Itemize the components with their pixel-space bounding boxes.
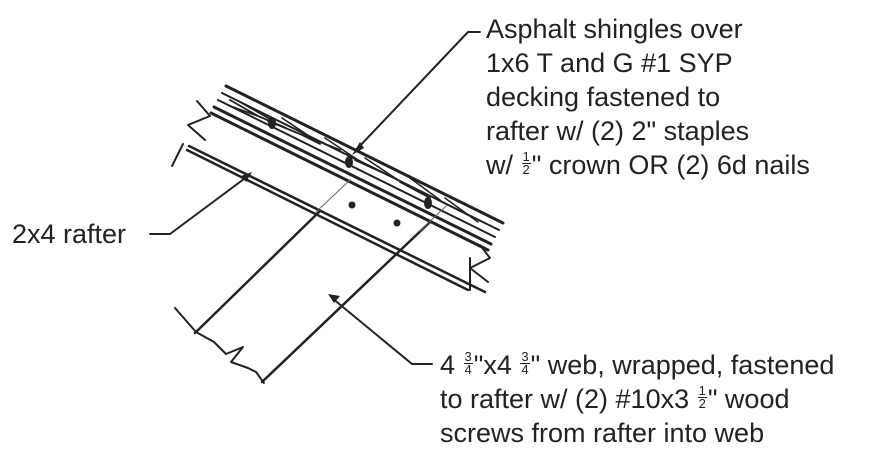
decking-note-line-2: 1x6 T and G #1 SYP (486, 48, 733, 78)
web-note-line-1-post: " web, wrapped, fastened (530, 350, 835, 380)
break-line-top (187, 100, 211, 141)
rafter-bottom-edge (185, 148, 470, 292)
leader-decking-arrow (352, 142, 364, 155)
fraction-denominator: 4 (464, 362, 472, 378)
fraction-numerator: 1 (697, 383, 707, 399)
decking-note-line-5-post: " crown OR (2) 6d nails (531, 150, 810, 180)
fraction-numerator: 3 (463, 349, 473, 365)
decking-note: Asphalt shingles over 1x6 T and G #1 SYP… (486, 12, 810, 182)
leader-decking (355, 31, 481, 151)
fraction-denominator: 4 (521, 362, 529, 378)
fraction-denominator: 2 (522, 162, 530, 178)
web-note-line-3: screws from rafter into web (440, 418, 765, 448)
leader-web (331, 297, 433, 365)
roof-decking (209, 84, 505, 252)
decking-note-line-1: Asphalt shingles over (486, 14, 743, 44)
rafter-top-edge (187, 144, 487, 294)
decking-note-line-3: decking fastened to (486, 82, 721, 112)
web-note-line-2-pre: to rafter w/ (2) #10x3 (440, 384, 697, 414)
screw-dot-2 (393, 219, 401, 227)
rafter-label: 2x4 rafter (12, 219, 127, 249)
fraction-numerator: 1 (521, 149, 531, 165)
screw-dot-1 (348, 201, 356, 209)
break-line-right (469, 244, 491, 283)
fraction-denominator: 2 (698, 396, 706, 412)
web-note-line-2-post: " wood (707, 384, 790, 414)
leader-rafter (149, 175, 249, 235)
web-note-line-1-mid: "x4 (473, 350, 520, 380)
web-note-line-1-pre: 4 (440, 350, 463, 380)
decking-note-line-4: rafter w/ (2) 2" staples (486, 116, 750, 146)
decking-note-line-5-pre: w/ (486, 150, 521, 180)
web-member (174, 179, 447, 384)
fraction-numerator: 3 (520, 349, 530, 365)
